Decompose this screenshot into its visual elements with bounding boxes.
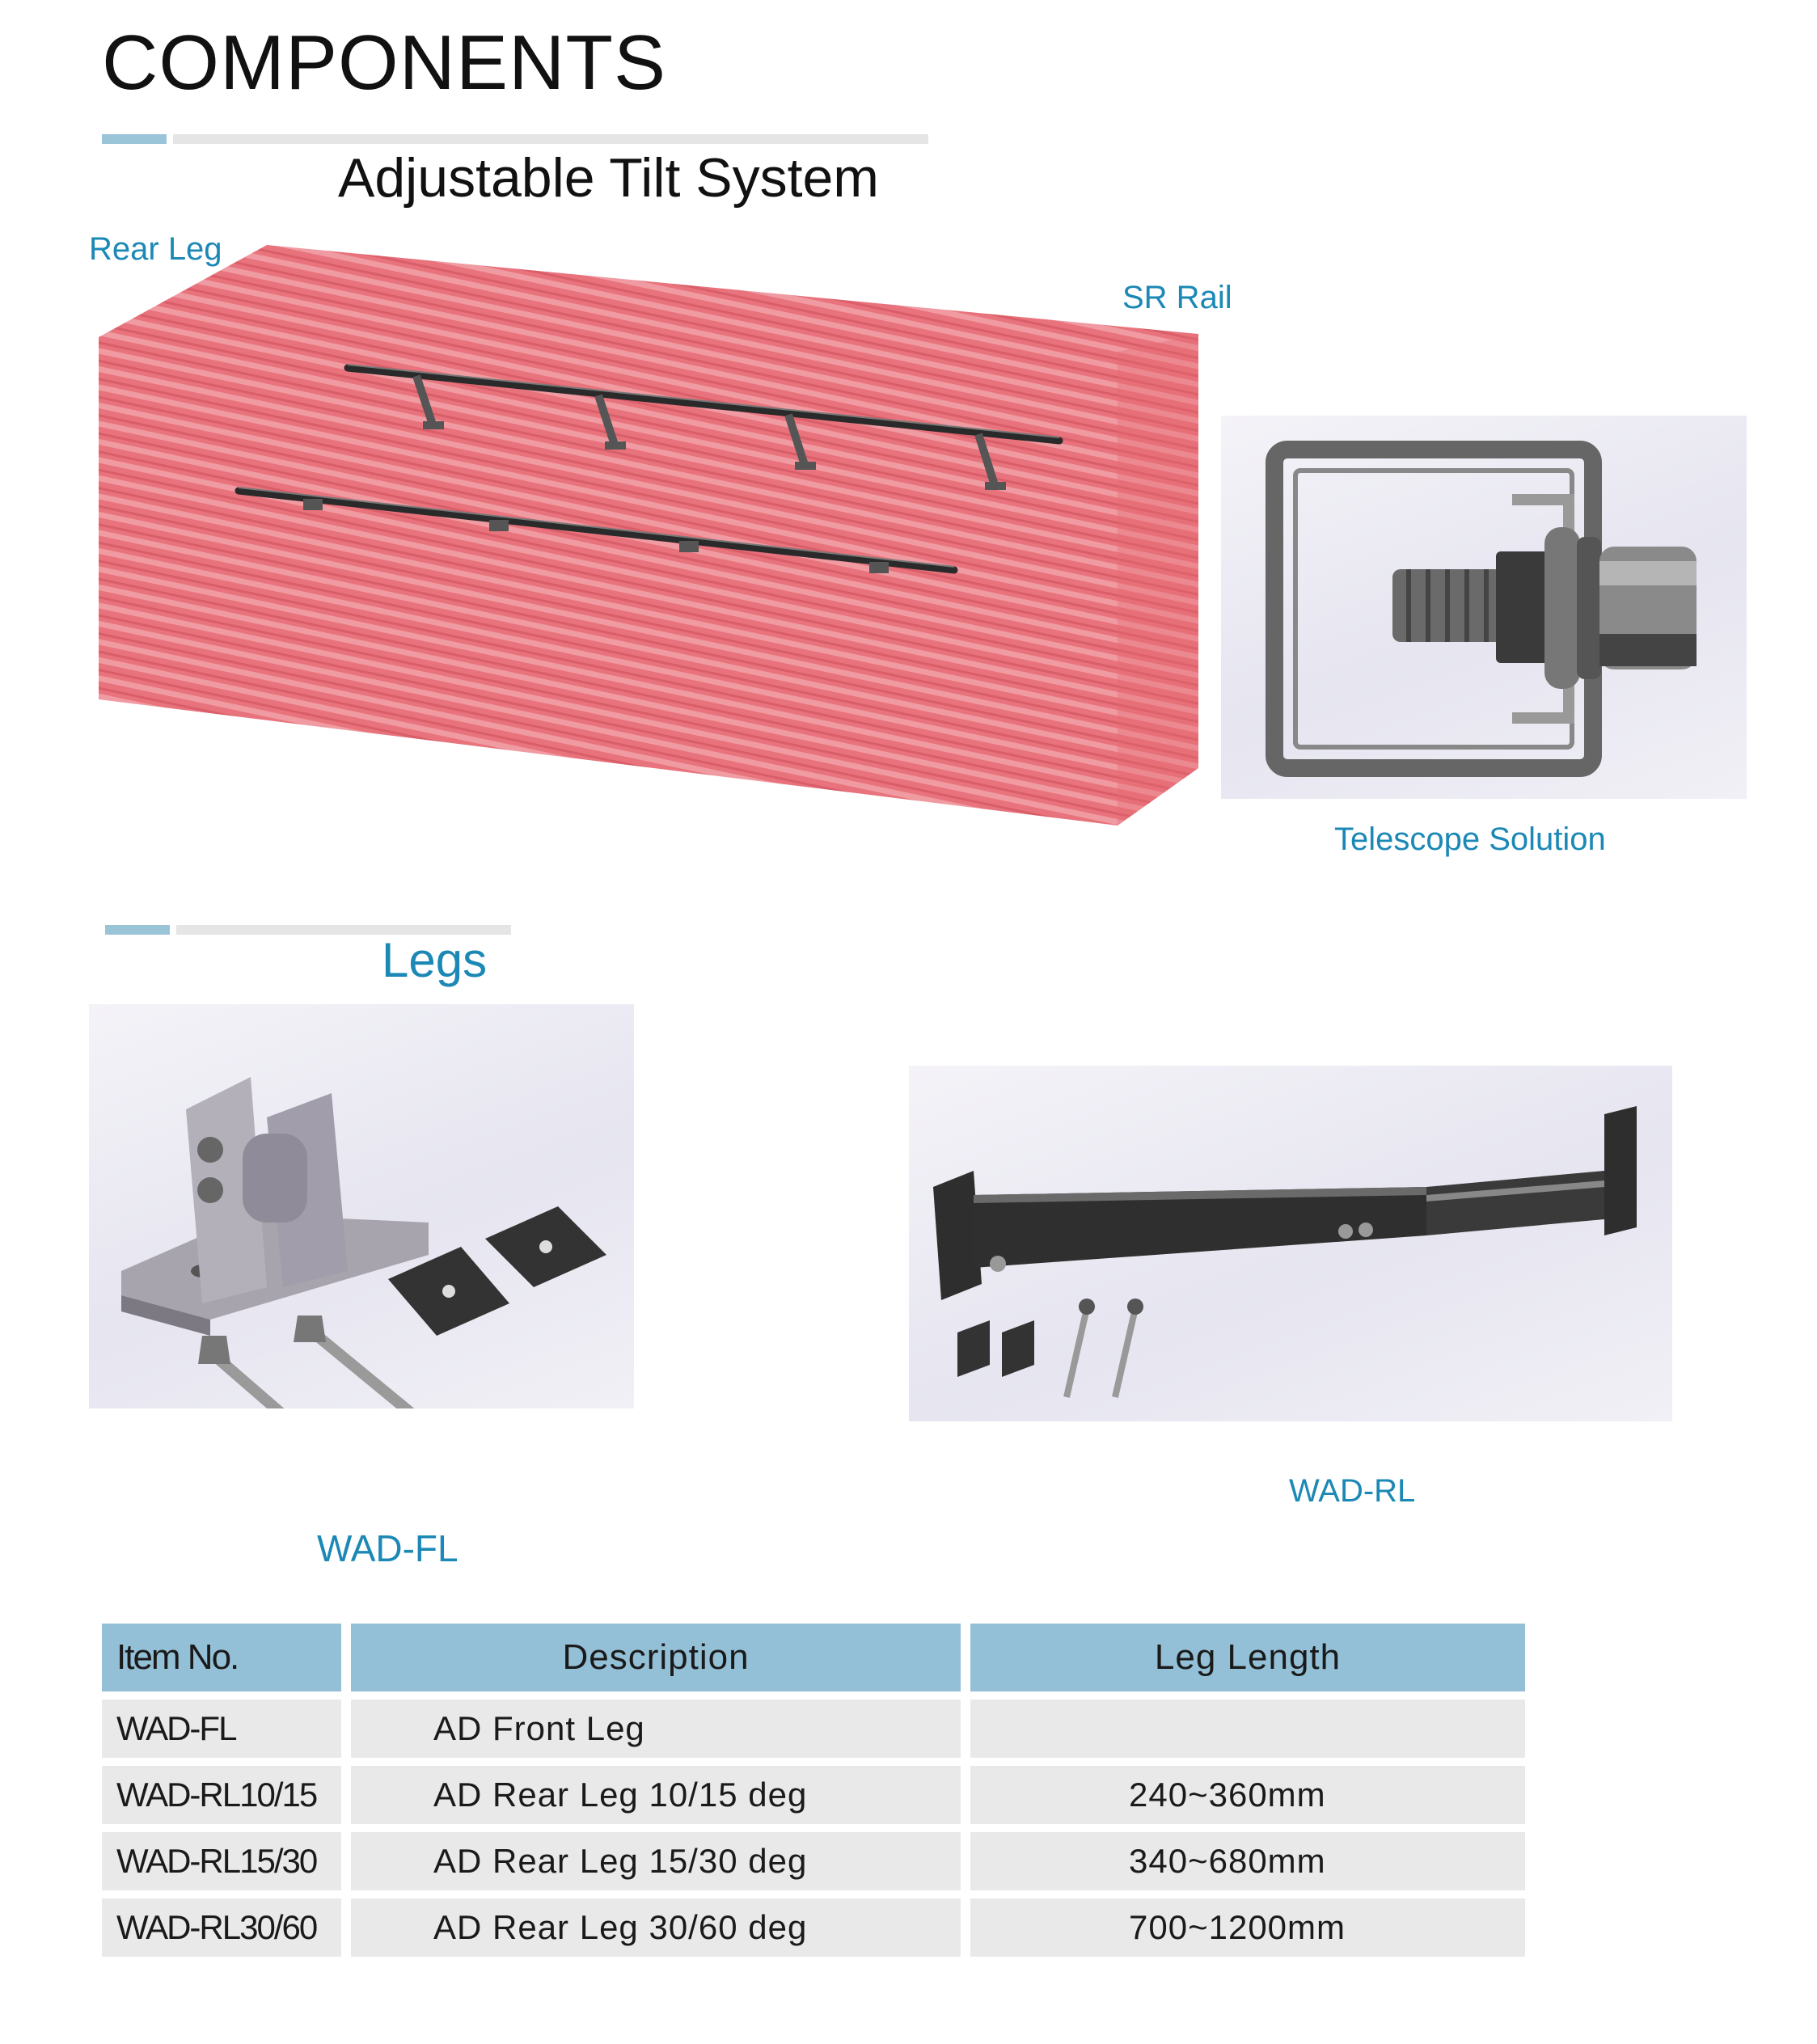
- section-divider-bar: [176, 925, 511, 935]
- cell-item-no: WAD-FL: [102, 1700, 341, 1758]
- section-accent-bar: [105, 925, 170, 935]
- cell-leg-length: 240~360mm: [970, 1766, 1525, 1824]
- cell-item-no: WAD-RL15/30: [102, 1832, 341, 1890]
- label-wad-rl: WAD-RL: [1289, 1473, 1416, 1509]
- label-wad-fl: WAD-FL: [317, 1527, 458, 1569]
- table-row: WAD-RL30/60 AD Rear Leg 30/60 deg 700~12…: [102, 1898, 1525, 1957]
- label-rear-leg: Rear Leg: [89, 231, 222, 267]
- wad-fl-image: [89, 1004, 634, 1462]
- cell-description: AD Rear Leg 10/15 deg: [351, 1766, 961, 1824]
- label-telescope-solution: Telescope Solution: [1334, 821, 1606, 857]
- table-row: WAD-RL15/30 AD Rear Leg 15/30 deg 340~68…: [102, 1832, 1525, 1890]
- section-title-legs: Legs: [382, 933, 488, 987]
- sr-rail-lower: [235, 487, 958, 574]
- screw-icon: [198, 1316, 449, 1462]
- bolt-icon: [1392, 527, 1697, 689]
- column-header-item-no: Item No.: [102, 1624, 341, 1691]
- cell-description: AD Front Leg: [351, 1700, 961, 1758]
- cell-leg-length: [970, 1700, 1525, 1758]
- section-title-tilt-system: Adjustable Tilt System: [338, 147, 879, 209]
- roof-illustration: [99, 245, 1198, 826]
- column-header-description: Description: [351, 1624, 961, 1691]
- column-header-leg-length: Leg Length: [970, 1624, 1525, 1691]
- washer-icon: [957, 1320, 1034, 1377]
- label-sr-rail: SR Rail: [1122, 280, 1232, 315]
- spec-table: Item No. Description Leg Length WAD-FL A…: [92, 1615, 1535, 1965]
- section-divider-bar: [173, 134, 928, 144]
- wad-rl-image: [909, 1066, 1672, 1421]
- cell-leg-length: 340~680mm: [970, 1832, 1525, 1890]
- sr-rail-upper: [344, 364, 1063, 490]
- table-row: WAD-RL10/15 AD Rear Leg 10/15 deg 240~36…: [102, 1766, 1525, 1824]
- cell-leg-length: 700~1200mm: [970, 1898, 1525, 1957]
- cell-description: AD Rear Leg 30/60 deg: [351, 1898, 961, 1957]
- cell-item-no: WAD-RL10/15: [102, 1766, 341, 1824]
- screw-icon: [1063, 1299, 1143, 1398]
- cell-item-no: WAD-RL30/60: [102, 1898, 341, 1957]
- table-row: WAD-FL AD Front Leg: [102, 1700, 1525, 1758]
- section-accent-bar: [102, 134, 167, 144]
- page-title: COMPONENTS: [102, 19, 667, 106]
- cell-description: AD Rear Leg 15/30 deg: [351, 1832, 961, 1890]
- table-header-row: Item No. Description Leg Length: [102, 1624, 1525, 1691]
- washer-icon: [388, 1206, 606, 1336]
- telescope-image: [1221, 416, 1747, 799]
